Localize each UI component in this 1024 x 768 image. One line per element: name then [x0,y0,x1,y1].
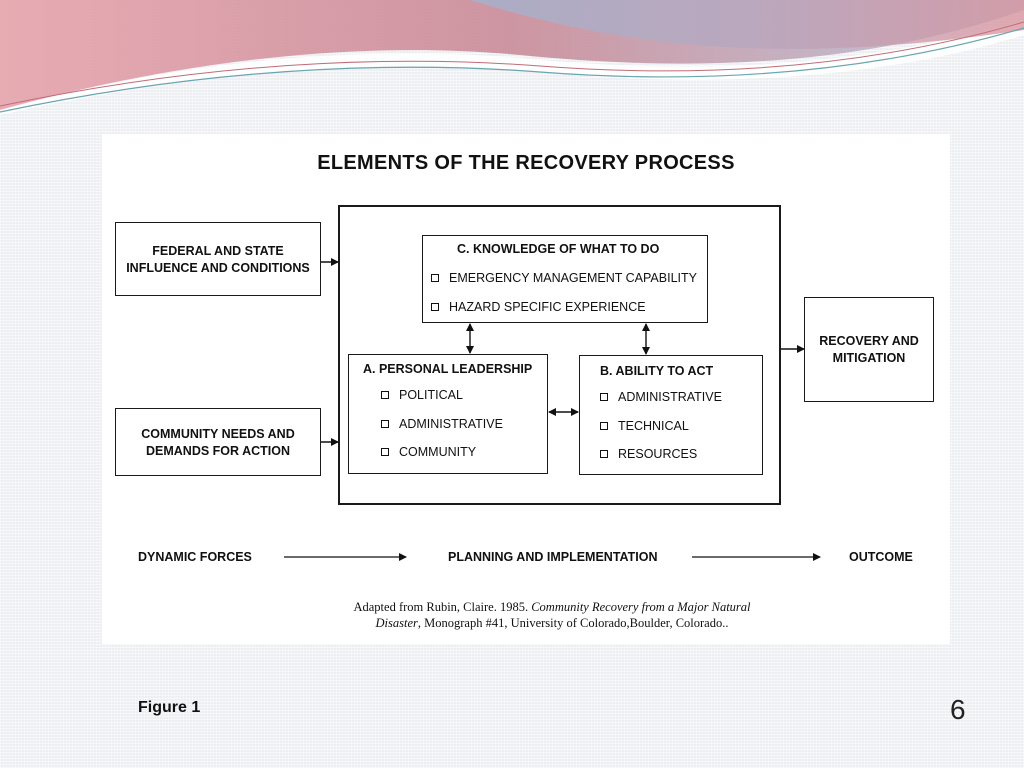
checkbox-icon [600,450,608,458]
checkbox-icon [431,274,439,282]
knowledge-item-label: EMERGENCY MANAGEMENT CAPABILITY [449,271,697,285]
ability-item: ADMINISTRATIVE [600,390,722,404]
federal-line-1: FEDERAL AND STATE [152,244,284,258]
ability-item: RESOURCES [600,447,697,461]
header-wave-decoration [0,0,1024,115]
community-needs-line-1: COMMUNITY NEEDS AND [141,427,295,441]
leadership-item-label: COMMUNITY [399,445,477,459]
diagram-connectors [284,258,821,561]
citation-line-1: Adapted from Rubin, Claire. 1985. Commun… [272,599,832,615]
recovery-mitigation-box: RECOVERY AND MITIGATION [804,297,934,402]
checkbox-icon [600,393,608,401]
leadership-item-label: ADMINISTRATIVE [399,417,503,431]
leadership-item: COMMUNITY [381,445,476,459]
checkbox-icon [431,303,439,311]
community-needs-box: COMMUNITY NEEDS AND DEMANDS FOR ACTION [115,408,321,476]
ability-item-label: TECHNICAL [618,419,689,433]
leadership-item-label: POLITICAL [399,388,463,402]
federal-influence-box: FEDERAL AND STATE INFLUENCE AND CONDITIO… [115,222,321,296]
checkbox-icon [381,391,389,399]
citation-author: Adapted from Rubin, Claire. 1985. [353,600,532,614]
federal-line-2: INFLUENCE AND CONDITIONS [126,261,310,275]
citation-publisher: , Monograph #41, University of Colorado,… [417,616,729,630]
citation: Adapted from Rubin, Claire. 1985. Commun… [272,599,832,631]
figure-caption: Figure 1 [138,699,201,716]
outcome-label: OUTCOME [849,550,913,564]
planning-implementation-label: PLANNING AND IMPLEMENTATION [448,550,658,564]
ability-item-label: RESOURCES [618,447,698,461]
recovery-line-2: MITIGATION [832,351,906,365]
planning-frame [338,205,781,505]
knowledge-box: C. KNOWLEDGE OF WHAT TO DO EMERGENCY MAN… [422,235,708,323]
checkbox-icon [381,420,389,428]
leadership-item: ADMINISTRATIVE [381,417,503,431]
knowledge-item: HAZARD SPECIFIC EXPERIENCE [431,300,646,314]
diagram-title: ELEMENTS OF THE RECOVERY PROCESS [317,152,735,174]
community-needs-line-2: DEMANDS FOR ACTION [146,444,290,458]
personal-leadership-box: A. PERSONAL LEADERSHIP POLITICAL ADMINIS… [348,354,548,474]
checkbox-icon [381,448,389,456]
knowledge-title: C. KNOWLEDGE OF WHAT TO DO [457,242,660,256]
ability-item: TECHNICAL [600,419,689,433]
checkbox-icon [600,422,608,430]
citation-book-title-part-2: Disaster [375,616,418,630]
knowledge-item: EMERGENCY MANAGEMENT CAPABILITY [431,271,697,285]
leadership-title: A. PERSONAL LEADERSHIP [363,362,533,376]
ability-item-label: ADMINISTRATIVE [618,390,722,404]
diagram-panel: ELEMENTS OF THE RECOVERY PROCESS FEDERAL… [102,134,950,644]
knowledge-item-label: HAZARD SPECIFIC EXPERIENCE [449,300,646,314]
citation-book-title-part-1: Community Recovery from a Major Natural [531,600,751,614]
slide-number: 6 [950,694,966,725]
leadership-item: POLITICAL [381,388,463,402]
citation-line-2: Disaster, Monograph #41, University of C… [272,615,832,631]
ability-to-act-box: B. ABILITY TO ACT ADMINISTRATIVE TECHNIC… [579,355,763,475]
recovery-line-1: RECOVERY AND [819,334,919,348]
dynamic-forces-label: DYNAMIC FORCES [138,550,252,564]
ability-title: B. ABILITY TO ACT [600,364,714,378]
